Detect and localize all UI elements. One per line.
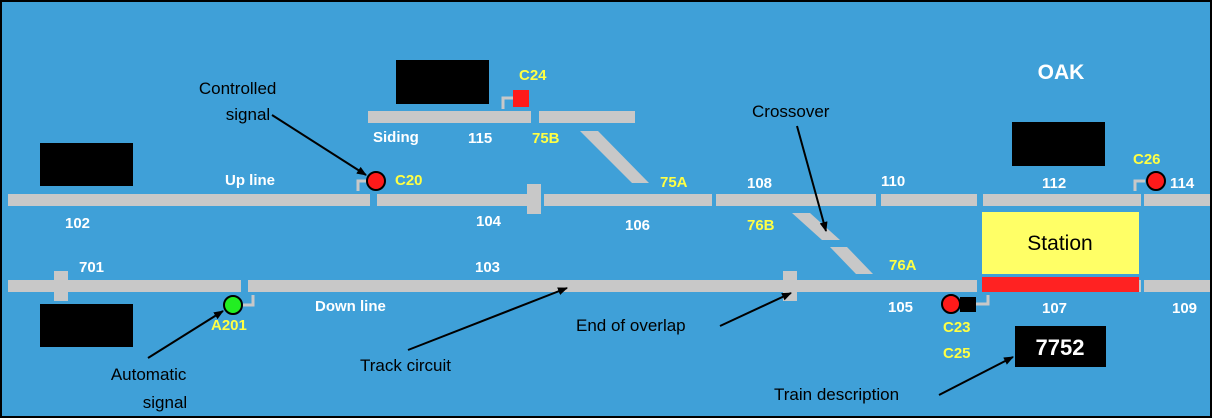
track-circuit-109: 109 <box>1172 300 1197 317</box>
track-circuit-701: 701 <box>79 259 104 276</box>
arrow-end-of-overlap <box>719 292 792 327</box>
track-circuit-110: 110 <box>881 173 905 190</box>
track-circuit-107: 107 <box>1042 300 1067 317</box>
points-75-diagonal <box>580 131 649 183</box>
berth-down-left <box>40 304 133 347</box>
annotation-automatic-signal: Automatic signal <box>111 365 191 412</box>
points-75b-label: 75B <box>532 130 560 147</box>
signal-c25-label: C25 <box>943 345 971 362</box>
signal-a201-label: A201 <box>211 317 247 334</box>
points-76-diagonal-lower <box>830 247 873 274</box>
up-line-label: Up line <box>225 172 275 189</box>
siding-track <box>368 111 635 123</box>
track-circuit-108: 108 <box>747 175 772 192</box>
signal-c24[interactable] <box>513 90 529 107</box>
train-description-value: 7752 <box>1036 335 1085 360</box>
signal-c25[interactable] <box>960 297 976 312</box>
signal-post-c23 <box>976 295 990 306</box>
annotation-controlled-signal-line2: signal <box>226 105 270 124</box>
track-circuit-103: 103 <box>475 259 500 276</box>
track-circuit-112: 112 <box>1042 175 1066 192</box>
signal-c24-label: C24 <box>519 67 547 84</box>
track-circuit-106: 106 <box>625 217 650 234</box>
annotation-train-description: Train description <box>774 385 899 404</box>
signal-a201[interactable] <box>223 295 243 315</box>
berth-siding <box>396 60 489 104</box>
station-name: OAK <box>1038 61 1085 84</box>
track-circuit-102: 102 <box>65 215 90 232</box>
signal-c23-label: C23 <box>943 319 971 336</box>
signal-post-c24 <box>501 96 513 109</box>
berth-up-left <box>40 143 133 186</box>
annotation-crossover: Crossover <box>752 102 830 121</box>
arrow-crossover <box>796 125 828 232</box>
arrow-controlled-signal <box>271 114 367 176</box>
arrow-automatic-signal <box>147 310 224 359</box>
annotation-automatic-signal-line2: signal <box>143 393 187 412</box>
signal-c26-label: C26 <box>1133 151 1161 168</box>
annotation-track-circuit: Track circuit <box>360 356 451 375</box>
down-line-label: Down line <box>315 298 386 315</box>
annotation-automatic-signal-line1: Automatic <box>111 365 187 384</box>
annotation-controlled-signal: Controlled signal <box>199 79 281 124</box>
track-circuit-105: 105 <box>888 299 913 316</box>
arrow-track-circuit <box>407 287 568 351</box>
points-76-diagonal-upper <box>792 213 840 240</box>
signal-c26[interactable] <box>1146 171 1166 191</box>
signal-c20-label: C20 <box>395 172 423 189</box>
annotation-end-of-overlap: End of overlap <box>576 316 686 335</box>
up-line-track <box>8 184 1210 214</box>
arrow-train-description <box>938 356 1014 396</box>
track-circuit-115: 115 <box>468 130 492 147</box>
points-76b-label: 76B <box>747 217 775 234</box>
platform-occupancy <box>982 277 1139 292</box>
annotation-controlled-signal-line1: Controlled <box>199 79 277 98</box>
signal-post-a201 <box>243 295 255 307</box>
points-76a-label: 76A <box>889 257 917 274</box>
signal-c20[interactable] <box>366 171 386 191</box>
berth-up-right <box>1012 122 1105 166</box>
station-label: Station <box>1027 232 1092 255</box>
signal-post-c26 <box>1133 179 1145 191</box>
points-75a-label: 75A <box>660 174 688 191</box>
siding-label: Siding <box>373 129 419 146</box>
train-description-box <box>1015 326 1106 367</box>
track-circuit-114: 114 <box>1170 175 1195 192</box>
signal-post-c20 <box>356 179 366 191</box>
track-circuit-104: 104 <box>476 213 502 230</box>
signal-c23[interactable] <box>941 294 961 314</box>
station-platform <box>982 212 1139 274</box>
